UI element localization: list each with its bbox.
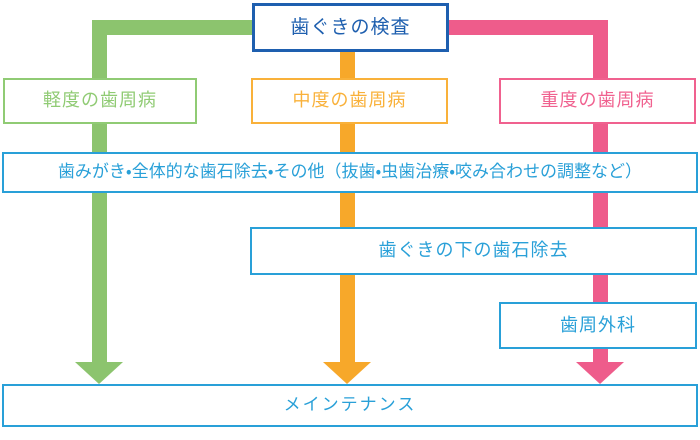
mild-periodontitis-box: 軽度の歯周病 xyxy=(3,78,197,124)
orange-arrow-vertical xyxy=(340,52,355,362)
basic-treatment-box: 歯みがき・全体的な歯石除去・その他（抜歯・虫歯治療・咬み合わせの調整など） xyxy=(2,152,698,193)
periodontal-surgery-box: 歯周外科 xyxy=(499,302,697,349)
green-arrow-head-icon xyxy=(75,362,123,384)
orange-arrow-head-icon xyxy=(323,362,371,384)
severe-periodontitis-box: 重度の歯周病 xyxy=(499,78,696,124)
gum-exam-box: 歯ぐきの検査 xyxy=(252,3,449,52)
moderate-periodontitis-box: 中度の歯周病 xyxy=(251,78,448,124)
subgingival-scaling-box: 歯ぐきの下の歯石除去 xyxy=(250,227,697,275)
pink-arrow-horizontal xyxy=(448,20,608,35)
green-arrow-horizontal xyxy=(92,20,253,35)
pink-arrow-head-icon xyxy=(576,362,624,384)
maintenance-box: メインテナンス xyxy=(2,384,698,427)
